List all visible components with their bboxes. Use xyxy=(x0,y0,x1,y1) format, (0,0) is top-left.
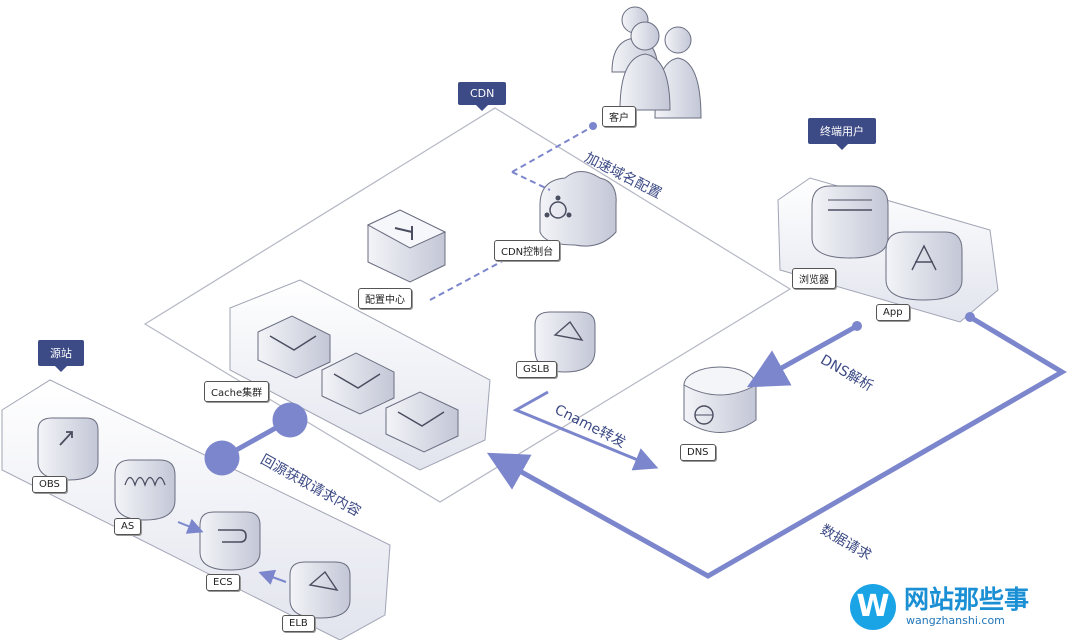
config-center-tag: 配置中心 xyxy=(358,288,412,309)
logo-icon: W xyxy=(850,584,896,630)
obs-tag: OBS xyxy=(32,476,67,493)
gslb-device xyxy=(534,311,596,373)
cdn-console-tag: CDN控制台 xyxy=(494,240,561,261)
cache-servers xyxy=(257,315,459,453)
app-device xyxy=(885,231,963,301)
ecs-device xyxy=(199,511,261,571)
browser-device xyxy=(811,185,889,259)
customer-tag: 客户 xyxy=(602,106,636,127)
elb-device xyxy=(289,561,351,619)
browser-tag: 浏览器 xyxy=(792,268,836,289)
gslb-tag: GSLB xyxy=(516,361,557,378)
app-tag: App xyxy=(876,304,910,321)
customer-figures xyxy=(611,6,702,119)
logo-title: 网站那些事 xyxy=(904,585,1030,614)
end-users-group-label: 终端用户 xyxy=(808,118,876,150)
dns-tag: DNS xyxy=(680,444,716,461)
flow-lines xyxy=(177,314,1067,585)
cdn-group-label: CDN xyxy=(458,82,507,111)
dashed-links xyxy=(429,127,591,301)
watermark-logo: W 网站那些事 wangzhanshi.com xyxy=(848,580,1064,636)
elb-tag: ELB xyxy=(282,615,315,632)
cdn-console-device xyxy=(539,171,617,247)
ecs-tag: ECS xyxy=(206,574,240,591)
origin-group-label: 源站 xyxy=(38,340,84,372)
logo-url: wangzhanshi.com xyxy=(906,614,1005,627)
obs-device xyxy=(37,417,99,481)
config-center-device xyxy=(366,209,447,283)
cache-cluster-tag: Cache集群 xyxy=(204,381,270,402)
cdn-platform xyxy=(143,107,792,503)
dns-device xyxy=(683,366,757,433)
as-tag: AS xyxy=(114,518,142,535)
as-device xyxy=(114,459,176,521)
